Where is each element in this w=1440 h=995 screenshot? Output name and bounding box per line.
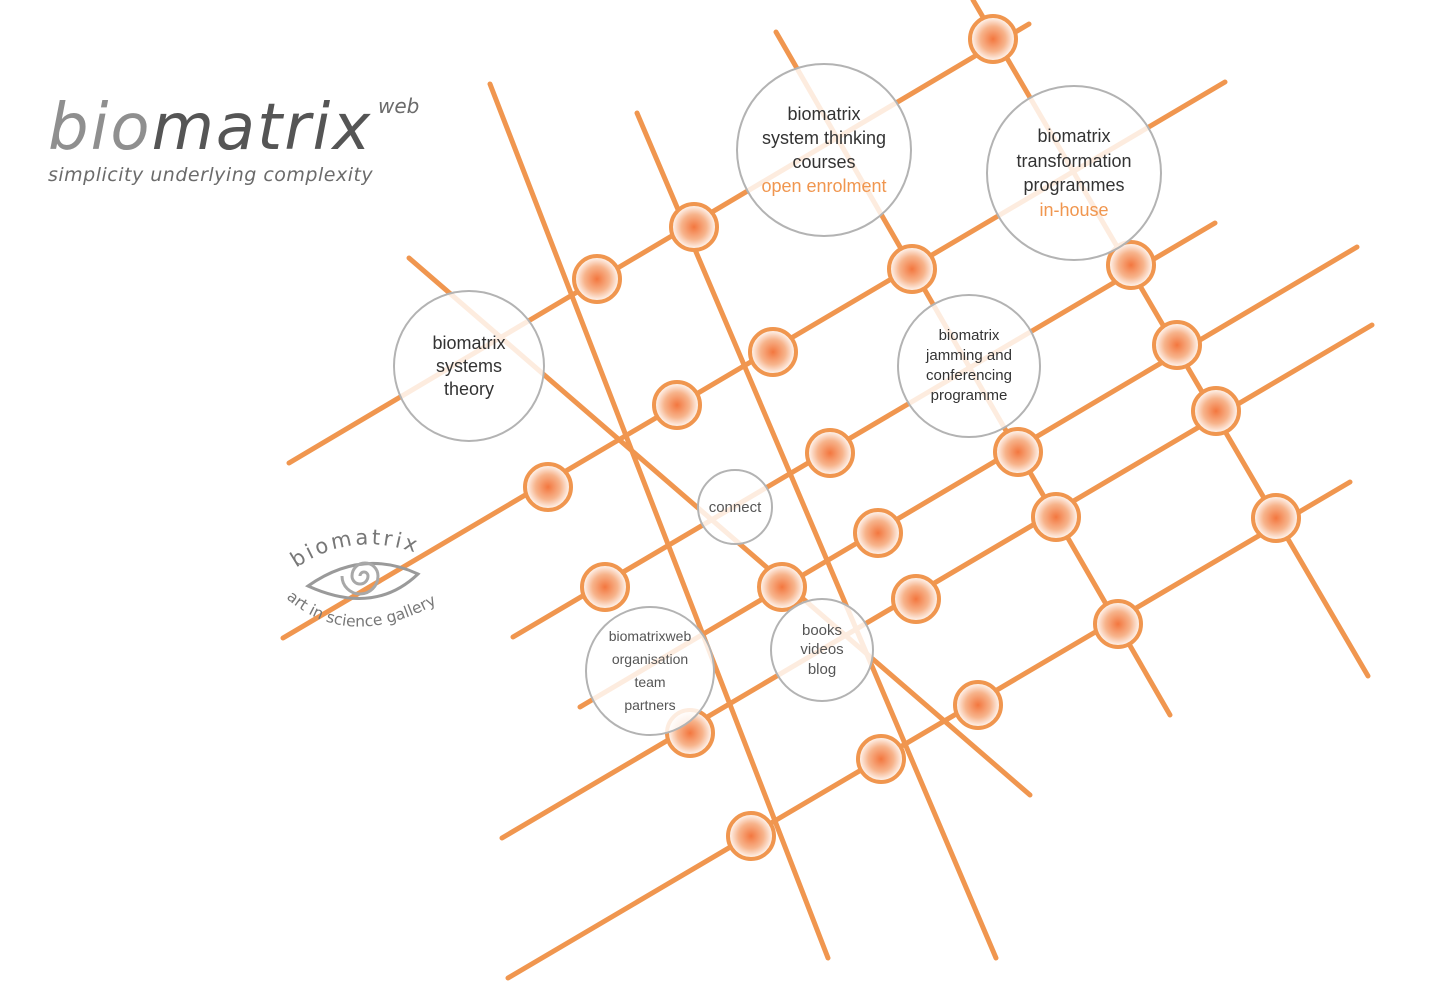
biomatrixweb-logo[interactable]: biomatrix web simplicity underlying comp… xyxy=(48,88,428,198)
grid-nodes xyxy=(523,14,1301,861)
grid-node xyxy=(887,244,937,294)
bubble-line: system thinking xyxy=(761,128,887,148)
grid-node xyxy=(1093,599,1143,649)
grid-node xyxy=(523,462,573,512)
bubble-line: team xyxy=(634,674,666,690)
grid-line xyxy=(577,244,1360,710)
grid-node xyxy=(805,428,855,478)
bubble-line: courses xyxy=(792,152,856,172)
grid-node xyxy=(856,734,906,784)
bubble-line: biomatrixweb xyxy=(608,628,692,644)
bubble-line: programmes xyxy=(1023,175,1125,195)
grid-node xyxy=(748,327,798,377)
grid-node xyxy=(891,574,941,624)
bubble-line: biomatrix xyxy=(1037,126,1111,146)
grid-node xyxy=(1152,320,1202,370)
logo-word-light: bio xyxy=(48,91,152,165)
systems-theory-link[interactable]: biomatrix systems theory xyxy=(393,290,545,442)
grid-node xyxy=(580,562,630,612)
organisation-team-link[interactable]: biomatrixweb organisation team partners xyxy=(585,606,715,736)
grid-node xyxy=(1251,493,1301,543)
bubble-line: theory xyxy=(443,378,495,399)
eye-icon xyxy=(304,561,421,600)
bubble-line: conferencing xyxy=(926,367,1012,384)
grid-line xyxy=(487,81,831,961)
logo-superscript: web xyxy=(378,94,420,118)
logo-word-dark: matrix xyxy=(151,91,373,165)
grid-line xyxy=(634,110,999,961)
bubble-line: videos xyxy=(800,641,844,659)
logo-wordmark: biomatrix xyxy=(48,88,372,168)
grid-node xyxy=(669,202,719,252)
grid-node xyxy=(726,811,776,861)
books-videos-blog-link[interactable]: books videos blog xyxy=(770,598,874,702)
bubble-line: programme xyxy=(930,387,1008,404)
grid-node xyxy=(993,427,1043,477)
connect-link[interactable]: connect xyxy=(697,469,773,545)
bubble-line: partners xyxy=(624,697,676,713)
grid-node xyxy=(1106,240,1156,290)
grid-line xyxy=(505,479,1353,981)
bubble-accent: open enrolment xyxy=(761,176,887,196)
grid-node xyxy=(968,14,1018,64)
bubble-line: connect xyxy=(708,498,762,516)
bubble-line: systems xyxy=(435,355,502,376)
system-thinking-courses-link[interactable]: biomatrix system thinking courses open e… xyxy=(736,63,912,237)
bubble-line: organisation xyxy=(611,651,689,667)
bubble-line: biomatrix xyxy=(432,332,506,353)
bubble-line: transformation xyxy=(1016,150,1132,171)
grid-node xyxy=(953,680,1003,730)
transformation-programmes-link[interactable]: biomatrix transformation programmes in-h… xyxy=(986,85,1162,261)
bubble-line: biomatrix xyxy=(787,104,861,124)
grid-line xyxy=(510,220,1218,640)
grid-node xyxy=(1191,386,1241,436)
grid-node xyxy=(652,380,702,430)
grid-node xyxy=(572,254,622,304)
grid-node xyxy=(757,562,807,612)
jamming-conferencing-link[interactable]: biomatrix jamming and conferencing progr… xyxy=(897,294,1041,438)
bubble-line: books xyxy=(801,621,843,639)
grid-node xyxy=(853,508,903,558)
bubble-accent: in-house xyxy=(1039,199,1109,220)
bubble-line: biomatrix xyxy=(938,327,1000,344)
art-in-science-gallery-link[interactable]: biomatrix art in science gallery xyxy=(278,524,448,654)
bubble-line: jamming and xyxy=(926,347,1012,364)
logo-tagline: simplicity underlying complexity xyxy=(48,164,374,186)
grid-node xyxy=(1031,492,1081,542)
bubble-line: blog xyxy=(807,660,837,678)
